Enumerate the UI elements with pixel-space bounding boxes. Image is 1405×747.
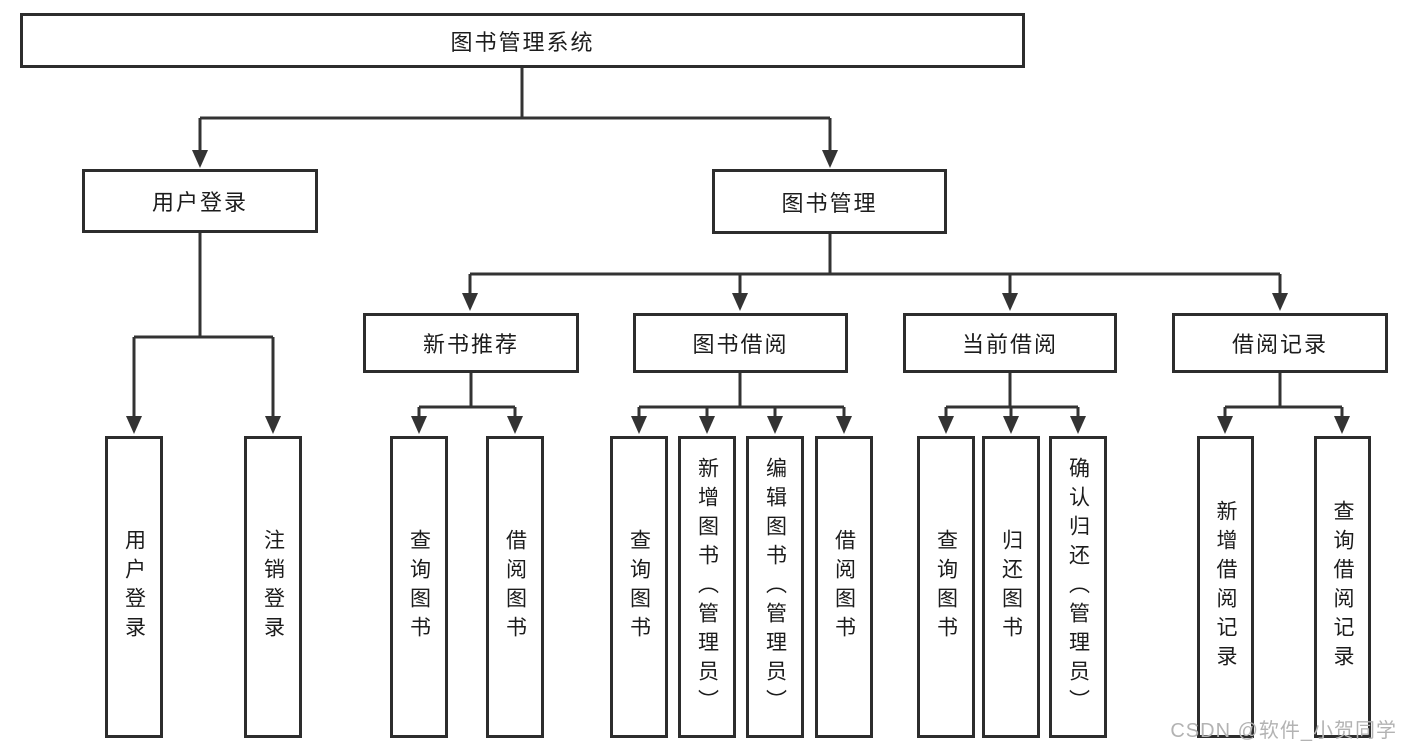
node-ul-logout-label: 注销登录 (261, 529, 285, 645)
node-cb-confirm-label: 确认归还（管理员） (1066, 456, 1090, 718)
node-ul-login-label: 用户登录 (122, 529, 146, 645)
node-bb-edit: 编辑图书（管理员） (746, 436, 804, 738)
node-bb-borrow: 借阅图书 (815, 436, 873, 738)
node-root: 图书管理系统 (20, 13, 1025, 68)
node-bb-query: 查询图书 (610, 436, 668, 738)
node-bb-query-label: 查询图书 (627, 529, 651, 645)
node-cb-query-label: 查询图书 (934, 529, 958, 645)
node-nb-borrow-label: 借阅图书 (503, 529, 527, 645)
node-bb-borrow-label: 借阅图书 (832, 529, 856, 645)
node-cb-return: 归还图书 (982, 436, 1040, 738)
node-br-add: 新增借阅记录 (1197, 436, 1254, 738)
node-cb-return-label: 归还图书 (999, 529, 1023, 645)
node-br-query: 查询借阅记录 (1314, 436, 1371, 738)
node-root-label: 图书管理系统 (450, 29, 595, 55)
node-ul-logout: 注销登录 (244, 436, 302, 738)
node-ul-login: 用户登录 (105, 436, 163, 738)
node-bb-edit-label: 编辑图书（管理员） (763, 456, 787, 718)
node-bb-add: 新增图书（管理员） (678, 436, 736, 738)
node-nb-query: 查询图书 (390, 436, 448, 738)
node-book-borrow: 图书借阅 (633, 313, 848, 373)
node-new-book-rec-label: 新书推荐 (422, 332, 519, 357)
node-br-add-label: 新增借阅记录 (1214, 500, 1237, 674)
node-user-login-label: 用户登录 (151, 190, 248, 215)
node-current-borrow: 当前借阅 (903, 313, 1117, 373)
node-borrow-record: 借阅记录 (1172, 313, 1388, 373)
node-user-login: 用户登录 (82, 169, 318, 233)
node-new-book-rec: 新书推荐 (363, 313, 579, 373)
node-nb-query-label: 查询图书 (407, 529, 431, 645)
node-bb-add-label: 新增图书（管理员） (695, 456, 719, 718)
node-cb-confirm: 确认归还（管理员） (1049, 436, 1107, 738)
node-nb-borrow: 借阅图书 (486, 436, 544, 738)
node-book-borrow-label: 图书借阅 (692, 332, 789, 357)
node-br-query-label: 查询借阅记录 (1331, 500, 1354, 674)
node-book-mgmt-label: 图书管理 (781, 190, 878, 216)
node-borrow-record-label: 借阅记录 (1231, 332, 1328, 357)
node-current-borrow-label: 当前借阅 (961, 332, 1058, 357)
node-cb-query: 查询图书 (917, 436, 975, 738)
node-book-mgmt: 图书管理 (712, 169, 947, 234)
watermark: CSDN @软件_小贺同学 (1170, 720, 1397, 742)
